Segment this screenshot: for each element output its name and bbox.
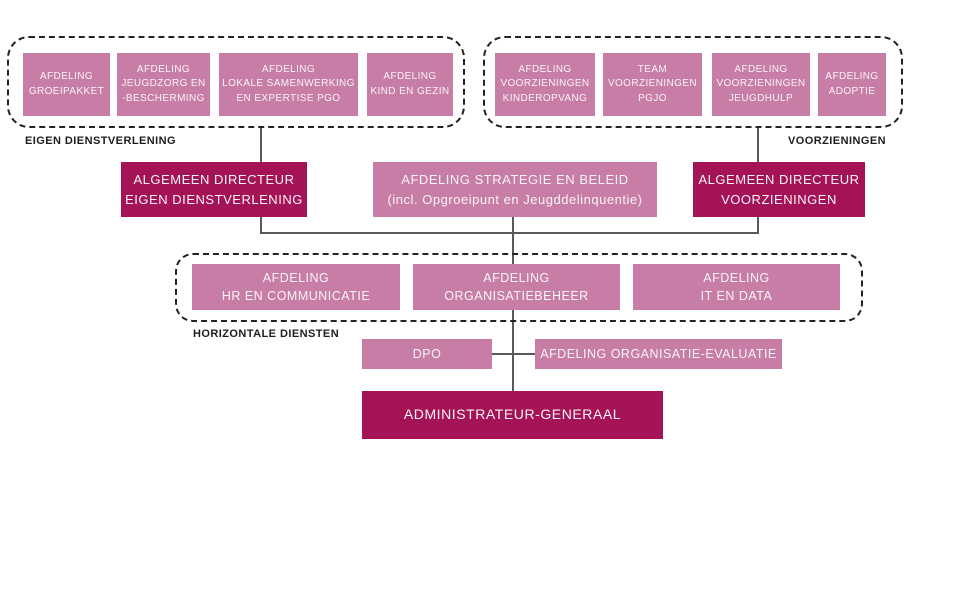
box-administrateur-generaal: ADMINISTRATEUR-GENERAAL xyxy=(362,391,663,439)
box-afdeling-organisatiebeheer: AFDELING ORGANISATIEBEHEER xyxy=(413,264,620,310)
box-afdeling-groeipakket: AFDELING GROEIPAKKET xyxy=(23,53,110,116)
box-afdeling-organisatie-evaluatie: AFDELING ORGANISATIE-EVALUATIE xyxy=(535,339,782,369)
box-afdeling-hr-en-communicatie: AFDELING HR EN COMMUNICATIE xyxy=(192,264,400,310)
group-horizontale-diensten xyxy=(175,253,863,322)
label-horizontale-diensten: HORIZONTALE DIENSTEN xyxy=(193,328,340,340)
label-eigen-dienstverlening: EIGEN DIENSTVERLENING xyxy=(25,135,177,147)
box-afdeling-it-en-data: AFDELING IT EN DATA xyxy=(633,264,840,310)
connector-horizontal-dpo xyxy=(492,353,535,355)
box-afdeling-jeugdzorg-en-bescherming: AFDELING JEUGDZORG EN -BESCHERMING xyxy=(117,53,210,116)
box-afdeling-lokale-samenwerking: AFDELING LOKALE SAMENWERKING EN EXPERTIS… xyxy=(219,53,358,116)
box-dpo: DPO xyxy=(362,339,492,369)
box-team-voorzieningen-pgjo: TEAM VOORZIENINGEN PGJO xyxy=(603,53,702,116)
box-afdeling-voorzieningen-jeugdhulp: AFDELING VOORZIENINGEN JEUGDHULP xyxy=(712,53,810,116)
group-voorzieningen xyxy=(483,36,903,128)
box-afdeling-adoptie: AFDELING ADOPTIE xyxy=(818,53,886,116)
label-voorzieningen: VOORZIENINGEN xyxy=(787,135,886,147)
box-algemeen-directeur-voorzieningen: ALGEMEEN DIRECTEUR VOORZIENINGEN xyxy=(693,162,865,217)
group-eigen-dienstverlening xyxy=(7,36,465,128)
box-afdeling-voorzieningen-kinderopvang: AFDELING VOORZIENINGEN KINDEROPVANG xyxy=(495,53,595,116)
connector-horizontal-middle xyxy=(260,232,759,234)
box-afdeling-kind-en-gezin: AFDELING KIND EN GEZIN xyxy=(367,53,453,116)
box-algemeen-directeur-eigen-dienstverlening: ALGEMEEN DIRECTEUR EIGEN DIENSTVERLENING xyxy=(121,162,307,217)
box-afdeling-strategie-en-beleid: AFDELING STRATEGIE EN BELEID (incl. Opgr… xyxy=(373,162,657,217)
